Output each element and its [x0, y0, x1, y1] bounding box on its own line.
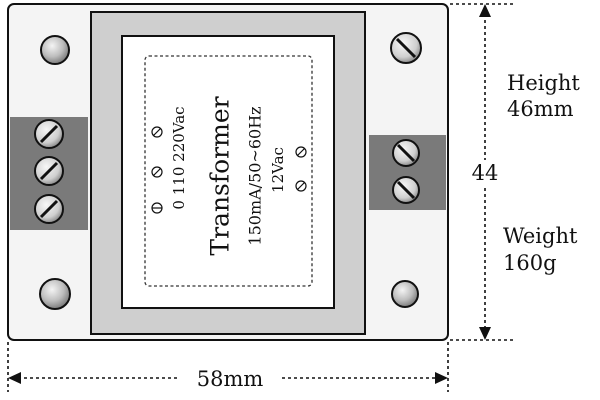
label-dashed-border: [144, 55, 313, 287]
tap-symbol-icon: [151, 202, 163, 214]
mounting-hole-icon: [40, 35, 70, 65]
output-terminal-screw-icon: [392, 176, 420, 204]
output-voltage: 12Vac: [269, 147, 287, 193]
transformer-title: Transformer: [206, 96, 235, 255]
weight-value: 160g: [503, 251, 557, 275]
input-terminal-screw-icon: [34, 194, 64, 224]
input-terminal-screw-icon: [34, 119, 64, 149]
tap-symbol-icon: [295, 180, 307, 192]
depth-dimension: [450, 3, 515, 341]
depth-label: 44: [472, 161, 499, 185]
mounting-hole-icon: [391, 280, 419, 308]
height-label: Height: [507, 71, 580, 95]
input-terminal-screw-icon: [34, 156, 64, 186]
width-label: 58mm: [197, 367, 264, 391]
transformer-rating: 150mA/50~60Hz: [246, 106, 265, 245]
tap-symbol-icon: [151, 126, 163, 138]
width-dimension: [7, 342, 449, 392]
input-voltage-taps: 0 110 220Vac: [170, 106, 188, 209]
output-terminal-screw-icon: [392, 139, 420, 167]
mounting-hole-icon: [39, 278, 71, 310]
tap-symbol-icon: [151, 166, 163, 178]
mounting-screw-icon: [390, 32, 422, 64]
tap-symbol-icon: [295, 146, 307, 158]
height-value: 46mm: [507, 97, 574, 121]
weight-label: Weight: [503, 224, 578, 248]
